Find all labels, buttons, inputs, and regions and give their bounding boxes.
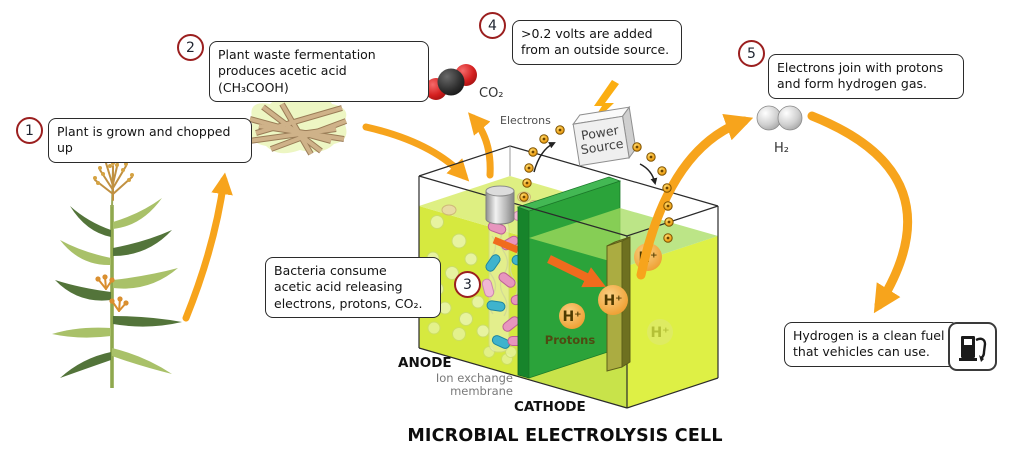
diagram-title: MICROBIAL ELECTROLYSIS CELL xyxy=(407,426,723,446)
step-circle-4: 4 xyxy=(479,12,506,39)
svg-text:H⁺: H⁺ xyxy=(650,325,669,341)
electron-flow-arrow-right xyxy=(639,163,658,186)
hydrogen-fuel-note-box: Hydrogen is a clean fuel that vehicles c… xyxy=(784,322,959,367)
step-circle-1: 1 xyxy=(16,117,43,144)
step-box-4: >0.2 volts are added from an outside sou… xyxy=(512,20,682,65)
arrow-cathode-to-h2 xyxy=(636,113,754,280)
step-circle-5: 5 xyxy=(738,40,765,67)
svg-text:H⁺: H⁺ xyxy=(603,293,622,309)
step-circle-3: 3 xyxy=(454,271,481,298)
ion-exchange-label-1: Ion exchange xyxy=(436,371,513,385)
power-source-label-2: Source xyxy=(580,136,625,158)
step-box-1: Plant is grown and chopped up xyxy=(48,118,252,163)
svg-text:H⁺: H⁺ xyxy=(562,309,581,325)
corn-plant-illustration xyxy=(52,157,182,388)
ion-exchange-membrane xyxy=(516,176,622,379)
h2-molecule xyxy=(756,105,803,131)
anode-electrode xyxy=(485,185,515,225)
electrons-label: Electrons xyxy=(500,114,551,127)
arrow-straw-to-cell xyxy=(362,123,470,182)
cathode-liquid-front xyxy=(627,236,718,408)
ion-exchange-label-2: membrane xyxy=(450,384,513,398)
proton-arrow xyxy=(547,255,606,288)
power-source: Power Source xyxy=(572,105,637,167)
arrow-cell-to-co2 xyxy=(468,112,494,179)
electron-flow-arrow-left xyxy=(533,142,556,173)
step-box-2: Plant waste fermentation produces acetic… xyxy=(209,41,429,102)
step-box-5: Electrons join with protons and form hyd… xyxy=(768,54,964,99)
h2-label: H₂ xyxy=(774,141,789,156)
protons-label: Protons xyxy=(545,333,596,347)
fuel-pump-box xyxy=(948,322,997,371)
step-circle-2: 2 xyxy=(177,34,204,61)
anode-label: ANODE xyxy=(398,355,452,371)
arrow-plant-to-straw xyxy=(182,172,233,322)
proton-arrow-anode-fragment xyxy=(492,236,520,254)
chopped-plant-straw xyxy=(248,96,348,156)
co2-molecule xyxy=(425,64,477,100)
co2-label: CO₂ xyxy=(479,86,504,101)
fuel-pump-icon xyxy=(958,335,986,362)
power-source-label-1: Power xyxy=(580,122,621,143)
arrow-h2-to-fuel xyxy=(807,111,913,314)
step-box-3: Bacteria consume acetic acid releasing e… xyxy=(265,257,441,318)
cathode-label: CATHODE xyxy=(514,399,586,415)
